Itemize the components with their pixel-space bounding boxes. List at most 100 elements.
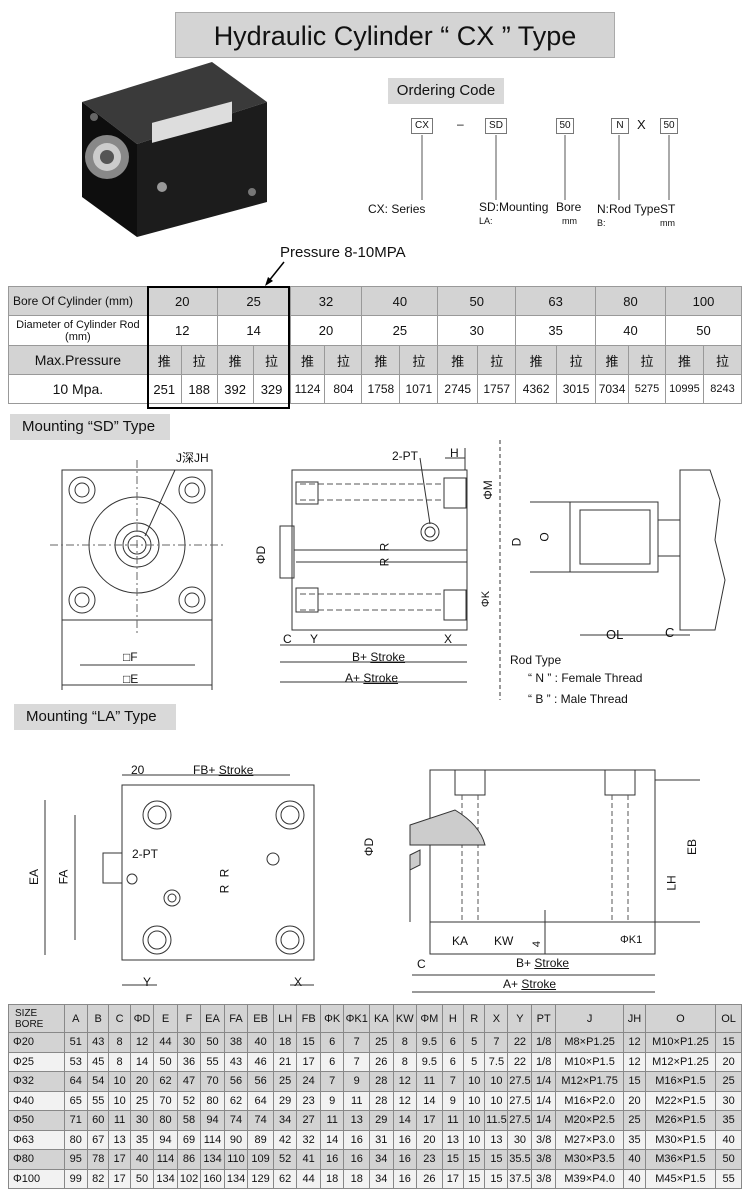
dimension-cell: 34	[272, 1110, 298, 1131]
dimension-cell: 16	[392, 1149, 418, 1170]
push-label: 推	[146, 345, 182, 375]
dimension-cell: 52	[176, 1090, 202, 1111]
column-header: A	[63, 1004, 89, 1033]
dimension-cell: 99	[63, 1168, 89, 1189]
pull-label: 拉	[252, 345, 291, 375]
dimension-cell: 55	[200, 1051, 225, 1072]
dimension-cell: 53	[63, 1051, 89, 1072]
la-pt-label: 2-PT	[132, 847, 159, 861]
dimension-cell: 114	[200, 1129, 225, 1150]
push-label: 推	[361, 345, 401, 375]
dimension-cell: 25	[369, 1032, 394, 1053]
code-box-bore: 50	[556, 118, 574, 134]
pull-label: 拉	[477, 345, 517, 375]
dimension-cell: M39×P4.0	[554, 1168, 625, 1189]
force-cell: 10995	[664, 374, 704, 404]
rod-header-line1: Diameter of Cylinder Rod	[16, 318, 140, 331]
dimension-cell: 43	[87, 1032, 110, 1053]
dimension-cell: 78	[87, 1149, 110, 1170]
dimension-cell: M45×P1.5	[644, 1168, 717, 1189]
rod-type-label: Rod Type	[510, 653, 562, 667]
bore-cell: Φ32	[8, 1071, 65, 1092]
la-a-stroke-text: Stroke	[521, 977, 557, 991]
ordering-code-label: Ordering Code	[388, 78, 504, 104]
dimension-cell: 16	[343, 1129, 371, 1150]
column-header: OL	[715, 1004, 742, 1033]
pressure-arrow-icon	[265, 261, 285, 286]
dimension-cell: 18	[272, 1032, 298, 1053]
dimension-cell: 55	[715, 1168, 742, 1189]
la-r2-label: R	[217, 884, 232, 894]
dimension-cell: 74	[223, 1110, 249, 1131]
dimension-cell: 15	[441, 1149, 465, 1170]
rod-o-label: O	[537, 532, 552, 542]
dimension-cell: 89	[247, 1129, 274, 1150]
dimension-cell: M16×P1.5	[644, 1071, 717, 1092]
la-c-label: C	[417, 957, 426, 971]
dimension-cell: 26	[416, 1168, 443, 1189]
push-label: 推	[515, 345, 558, 375]
force-cell: 804	[324, 374, 363, 404]
dimension-cell: 7.5	[484, 1051, 509, 1072]
ordering-leader-lines	[421, 135, 670, 200]
column-header: ΦM	[416, 1004, 443, 1033]
dimension-cell: 30	[176, 1032, 202, 1053]
rod-cell: 30	[437, 315, 517, 346]
size-label: SIZE	[15, 1007, 38, 1019]
dimension-cell: M36×P1.5	[644, 1149, 717, 1170]
bore-cell: Φ20	[8, 1032, 65, 1053]
push-label: 推	[664, 345, 704, 375]
column-header: LH	[272, 1004, 298, 1033]
dimension-cell: 30	[507, 1129, 533, 1150]
dimension-cell: 50	[129, 1168, 155, 1189]
dimension-cell: 12	[129, 1032, 155, 1053]
bore-cell: Φ40	[8, 1090, 65, 1111]
dimension-cell: 7	[343, 1032, 371, 1053]
dimension-cell: 62	[272, 1168, 298, 1189]
dimension-cell: 17	[296, 1051, 321, 1072]
bore-label: BORE	[15, 1018, 44, 1030]
dimension-cell: 31	[369, 1129, 394, 1150]
dimension-cell: 94	[200, 1110, 225, 1131]
dimension-cell: 32	[296, 1129, 321, 1150]
dimension-cell: 90	[223, 1129, 249, 1150]
bore-cell: 100	[664, 286, 743, 316]
dimension-cell: 28	[369, 1090, 394, 1111]
column-header: EA	[200, 1004, 225, 1033]
dimension-cell: 22	[507, 1032, 533, 1053]
dimension-cell: M20×P2.5	[554, 1110, 625, 1131]
dimension-cell: 52	[272, 1149, 298, 1170]
la-d-label: ΦD	[362, 837, 377, 857]
dimension-cell: 15	[484, 1149, 509, 1170]
dimension-cell: 10	[463, 1129, 486, 1150]
dimension-cell: 20	[416, 1129, 443, 1150]
push-label: 推	[595, 345, 630, 375]
dimension-cell: 14	[416, 1090, 443, 1111]
dimension-cell: 25	[129, 1090, 155, 1111]
dimension-cell: 80	[153, 1110, 178, 1131]
dimension-cell: 62	[153, 1071, 178, 1092]
dimension-cell: 9	[319, 1090, 345, 1111]
bore-label: Bore	[556, 200, 582, 214]
la-section-label: Mounting “LA” Type	[14, 704, 176, 730]
la-b-label: B+	[516, 956, 532, 970]
dimension-cell: 16	[392, 1168, 418, 1189]
sd-b-label: B+	[352, 650, 368, 664]
bore-cell: Φ25	[8, 1051, 65, 1072]
force-cell: 3015	[556, 374, 597, 404]
dimension-cell: M10×P1.25	[644, 1032, 717, 1053]
bore-cell: 40	[361, 286, 439, 316]
dimension-cell: 20	[715, 1051, 742, 1072]
sd-section-label: Mounting “SD” Type	[10, 414, 170, 440]
la-fa-label: FA	[56, 869, 71, 885]
dimension-cell: 1/8	[531, 1051, 556, 1072]
rod-n-line: “ N ” : Female Thread	[528, 671, 643, 685]
dimension-cell: 1/4	[531, 1110, 556, 1131]
pull-label: 拉	[399, 345, 439, 375]
dimension-cell: 160	[200, 1168, 225, 1189]
